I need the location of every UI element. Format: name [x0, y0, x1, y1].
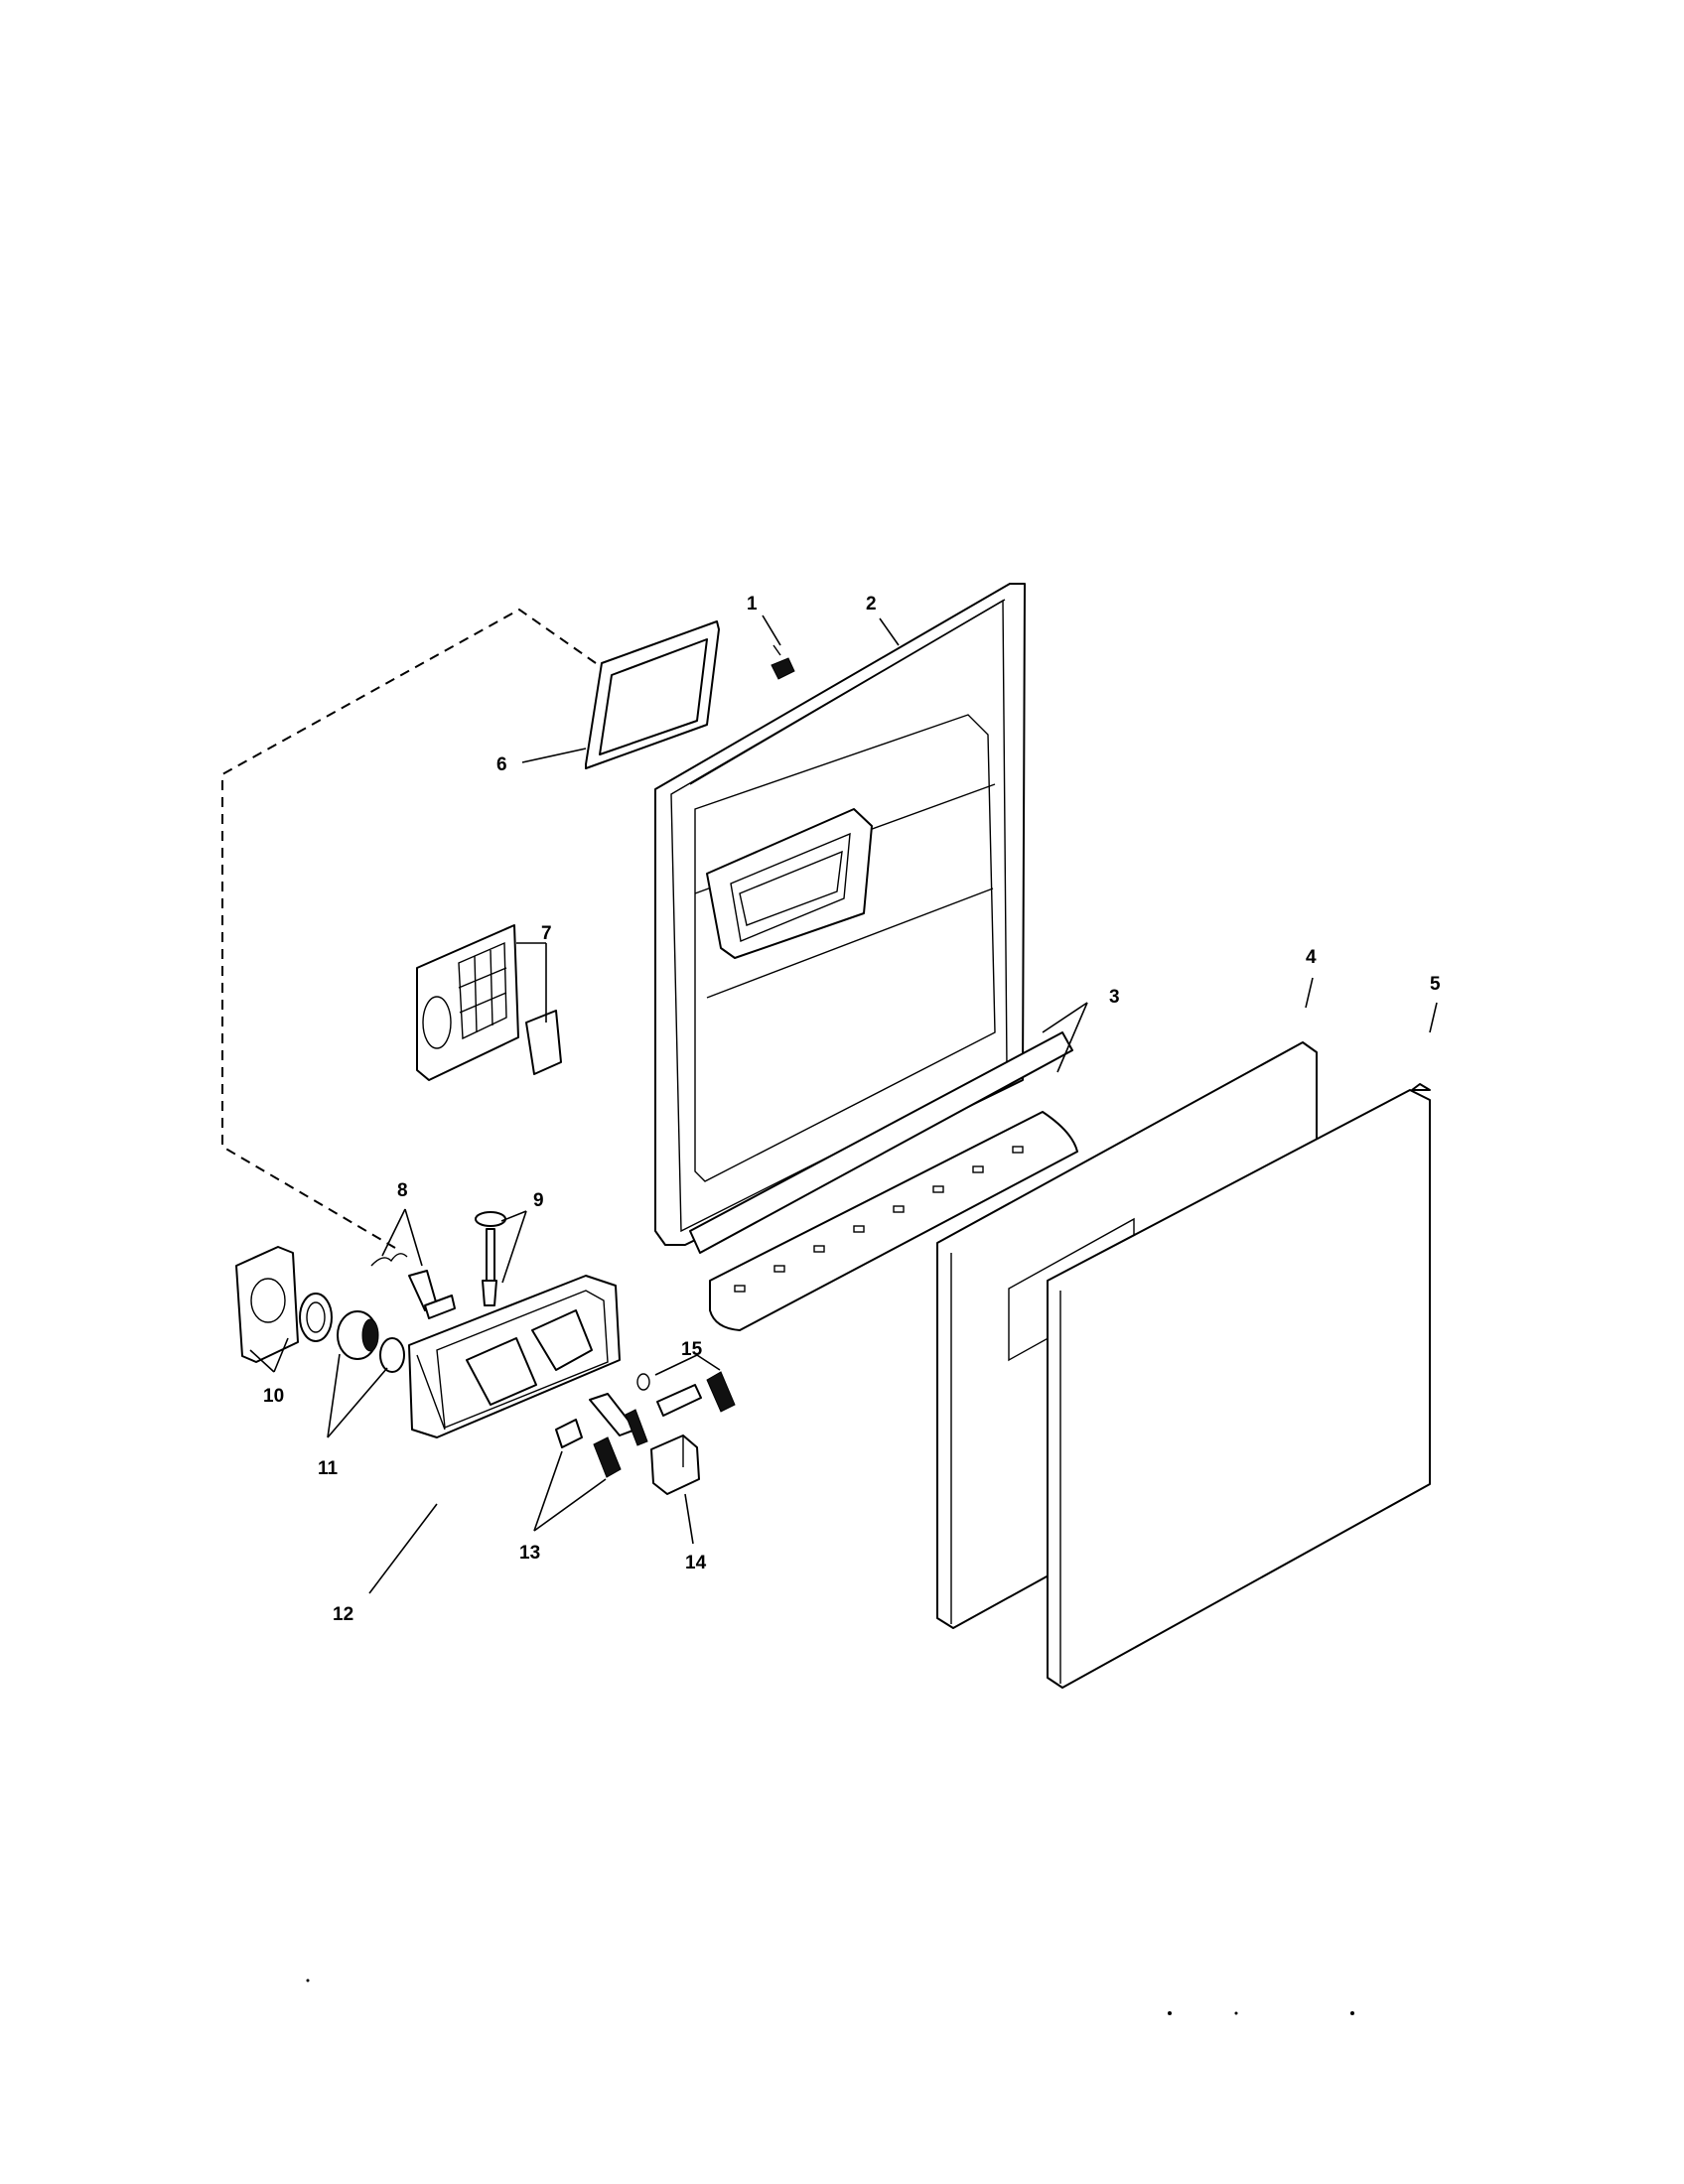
callout-9: 9: [533, 1190, 544, 1211]
callout-15: 15: [681, 1339, 703, 1360]
part-5-front-door-panel: [1047, 1083, 1431, 1689]
part-7-vent-assembly: [416, 924, 562, 1081]
part-6-gasket-frame: [585, 620, 720, 769]
part-13-latch-parts: [555, 1393, 648, 1478]
assembly-guide-dashed-line: [221, 608, 597, 1249]
callout-1: 1: [747, 594, 758, 614]
callout-labels: 1 2 3 4 5 6 7 8 9 10 11 12 13 14 15: [263, 594, 1441, 1625]
callout-2: 2: [866, 594, 877, 614]
callout-13: 13: [519, 1543, 540, 1564]
callout-6: 6: [496, 754, 507, 775]
callout-12: 12: [333, 1604, 353, 1625]
callout-11: 11: [318, 1458, 339, 1479]
scan-specks: [306, 1979, 1354, 2015]
callout-8: 8: [397, 1180, 408, 1201]
part-2-inner-door-panel: [654, 583, 1026, 1246]
callout-4: 4: [1306, 947, 1317, 968]
callout-7: 7: [541, 923, 552, 944]
callout-14: 14: [685, 1553, 707, 1573]
part-3-trim-strips: [689, 1031, 1078, 1331]
part-14-switch: [650, 1434, 700, 1495]
part-9-plunger: [475, 1211, 506, 1306]
leader-lines: [249, 614, 1438, 1594]
callout-10: 10: [263, 1386, 284, 1407]
part-11-seal-rings: [299, 1293, 405, 1373]
part-8-spring-arm: [370, 1253, 456, 1319]
callout-3: 3: [1109, 987, 1120, 1008]
part-15-latch-spring: [636, 1371, 736, 1417]
part-10-bezel: [235, 1246, 299, 1363]
part-12-dispenser-housing: [408, 1275, 621, 1438]
part-1-screw: [771, 644, 795, 680]
callout-5: 5: [1430, 974, 1441, 995]
